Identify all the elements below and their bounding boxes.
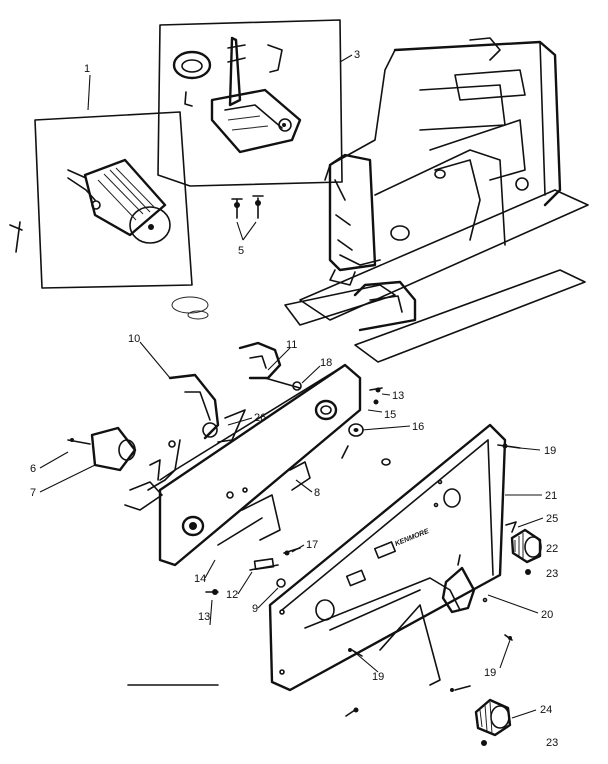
callout-13-upper: 13 [392, 390, 404, 402]
front-face-panel [268, 423, 507, 692]
panel-brand-label: KENMORE [394, 528, 430, 548]
callout-8: 8 [314, 487, 320, 499]
callout-labels: 1 3 5 10 11 18 13 15 16 26 8 6 7 14 12 9… [30, 49, 558, 749]
callout-26: 26 [254, 412, 266, 424]
callout-21: 21 [545, 490, 557, 502]
motor-inset [9, 111, 193, 289]
callout-5: 5 [238, 245, 244, 257]
callout-18: 18 [320, 357, 332, 369]
callout-23-upper: 23 [546, 568, 558, 580]
callout-19-upper: 19 [544, 445, 556, 457]
cam-and-screw [238, 341, 302, 391]
callout-3: 3 [354, 49, 360, 61]
knobs [474, 521, 542, 746]
callout-7: 7 [30, 487, 36, 499]
callout-20: 20 [541, 609, 553, 621]
callout-14: 14 [194, 573, 206, 585]
machine-frame [284, 37, 589, 363]
callout-17-lower: 17 [306, 539, 318, 551]
linkage-levers [124, 373, 246, 511]
callout-6: 6 [30, 463, 36, 475]
callout-9: 9 [252, 603, 258, 615]
panel-screws [345, 443, 521, 717]
small-fasteners [205, 387, 391, 595]
switch-unit [67, 426, 137, 472]
callout-12: 12 [226, 589, 238, 601]
callout-10: 10 [128, 333, 140, 345]
callout-24: 24 [540, 704, 552, 716]
hook-assembly-inset [157, 19, 343, 219]
callout-25: 25 [546, 513, 558, 525]
callout-15: 15 [384, 409, 396, 421]
mounting-plate [158, 363, 362, 567]
callout-22: 22 [546, 543, 558, 555]
washer-faint [171, 296, 209, 320]
callout-11: 11 [286, 339, 297, 351]
callout-19-right: 19 [484, 667, 496, 679]
callout-16: 16 [412, 421, 424, 433]
callout-19-lower: 19 [372, 671, 384, 683]
callout-leaders [39, 54, 544, 719]
callout-13-lower: 13 [198, 611, 210, 623]
callout-1: 1 [84, 63, 90, 75]
callout-23-lower: 23 [546, 737, 558, 749]
